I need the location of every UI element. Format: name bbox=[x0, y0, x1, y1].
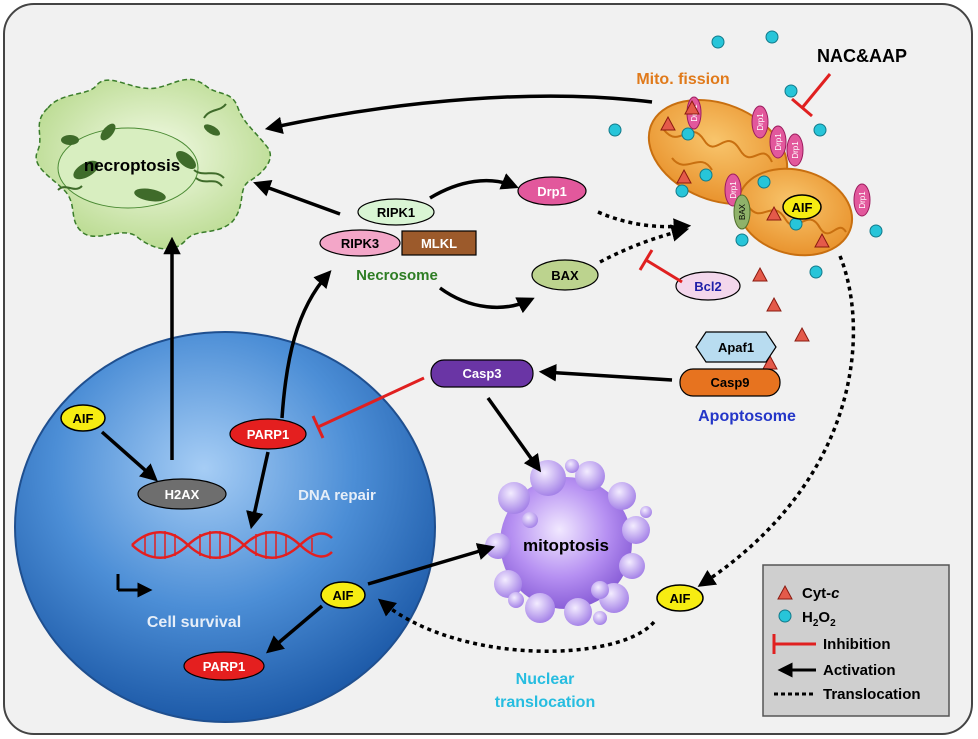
aif-cytosol-label: AIF bbox=[670, 591, 691, 606]
legend-inhibition-label: Inhibition bbox=[823, 636, 890, 653]
drp1-node bbox=[517, 176, 587, 206]
ripk3-node bbox=[319, 229, 401, 257]
legend-activation-label: Activation bbox=[823, 662, 896, 679]
parp1-bottom-label: PARP1 bbox=[203, 659, 245, 674]
mito-fission-label: Mito. fission bbox=[636, 71, 729, 88]
mitoptosis-label: mitoptosis bbox=[523, 536, 609, 555]
casp3-inhibition-bar bbox=[311, 415, 325, 439]
dna-helix bbox=[131, 531, 333, 559]
mito-drp1-label: Drp1 bbox=[729, 181, 738, 199]
activation-arrows bbox=[100, 94, 673, 654]
arrow-necrosome-to-bax bbox=[438, 286, 535, 314]
parp1-top-label: PARP1 bbox=[247, 427, 289, 442]
aif-nucleus-top bbox=[60, 404, 106, 432]
necroptosis-label: necroptosis bbox=[84, 156, 180, 175]
mito-drp1-label: Drp1 bbox=[858, 191, 867, 209]
legend-h2o2-label: H2O2 bbox=[802, 609, 836, 629]
legend: Cyt-c H2O2 Inhibition Activation Translo… bbox=[762, 564, 950, 717]
necroptosis-cell bbox=[35, 78, 271, 250]
nac-inhibition-bar bbox=[791, 97, 813, 118]
h2o2-particles bbox=[608, 30, 883, 279]
cyt-c-particles bbox=[660, 99, 830, 370]
dotted-mito-to-aif bbox=[697, 255, 856, 587]
mitoptosis-blob bbox=[485, 459, 652, 626]
arrow-necrosome-to-necroptosis bbox=[253, 179, 341, 216]
h2ax-node bbox=[137, 478, 227, 510]
arrow-aif-to-parp1 bbox=[265, 604, 324, 654]
mito-drp1-label: Drp1 bbox=[791, 141, 800, 159]
nac-aap-label: NAC&AAP bbox=[817, 46, 907, 66]
ripk3-label: RIPK3 bbox=[341, 236, 379, 251]
parp1-top-node bbox=[229, 418, 307, 450]
mito-drp1-label: Drp1 bbox=[756, 113, 765, 131]
aif-nucleus-mid-label: AIF bbox=[333, 588, 354, 603]
ripk1-node bbox=[357, 198, 435, 226]
survival-arrow bbox=[116, 574, 148, 590]
arrow-parp1-to-necrosome bbox=[280, 270, 332, 419]
arrow-apoptosome-to-casp3 bbox=[538, 364, 673, 382]
arrow-aif-to-h2ax bbox=[100, 430, 158, 482]
aif-cytosol bbox=[656, 584, 704, 612]
casp3-inhibition-line bbox=[317, 376, 425, 429]
legend-cytc-label: Cyt-c bbox=[802, 585, 840, 602]
translocation-arrows bbox=[377, 210, 856, 653]
mito-bax-label: BAX bbox=[738, 203, 747, 220]
parp1-bottom-node bbox=[183, 651, 265, 681]
legend-h2o2-icon bbox=[778, 609, 792, 623]
arrow-parp1-to-dna bbox=[246, 451, 270, 530]
apoptosome-label: Apoptosome bbox=[698, 408, 796, 425]
arrow-aif-to-mitoptosis bbox=[367, 543, 496, 586]
nucleus bbox=[14, 331, 436, 723]
nac-inhibition-line bbox=[800, 73, 832, 109]
legend-cytc-icon bbox=[777, 584, 793, 600]
bcl2-node bbox=[675, 271, 741, 301]
casp9-node bbox=[679, 368, 781, 397]
legend-translocation-label: Translocation bbox=[823, 686, 921, 703]
dotted-bax-to-mito bbox=[599, 224, 690, 264]
aif-nucleus-top-label: AIF bbox=[73, 411, 94, 426]
bcl2-inhibition-line bbox=[645, 258, 683, 284]
cell-survival-label: Cell survival bbox=[147, 614, 241, 631]
mito-drp1-label: Drp1 bbox=[774, 133, 783, 151]
bax-label: BAX bbox=[551, 268, 579, 283]
inhibition-lines bbox=[311, 249, 683, 439]
casp3-node bbox=[430, 359, 534, 388]
apaf1-node bbox=[695, 331, 777, 363]
mlkl-label: MLKL bbox=[421, 236, 457, 251]
dna-repair-label: DNA repair bbox=[298, 487, 376, 504]
aif-mito bbox=[782, 194, 822, 220]
mlkl-node bbox=[401, 230, 477, 256]
nuclear-translocation-label-1: Nuclear bbox=[516, 671, 575, 688]
dotted-aif-to-nucleus bbox=[377, 598, 656, 653]
apaf1-label: Apaf1 bbox=[718, 340, 754, 355]
ripk1-label: RIPK1 bbox=[377, 205, 415, 220]
arrow-mito-to-necroptosis bbox=[264, 94, 653, 134]
bax-node bbox=[531, 259, 599, 291]
aif-mito-label: AIF bbox=[792, 200, 813, 215]
bcl2-label: Bcl2 bbox=[694, 279, 721, 294]
h2ax-label: H2AX bbox=[165, 487, 200, 502]
arrow-necrosome-to-drp1 bbox=[429, 173, 519, 200]
arrow-casp3-to-mitoptosis bbox=[486, 396, 542, 473]
aif-nucleus-mid bbox=[320, 581, 366, 609]
drp1-label: Drp1 bbox=[537, 184, 567, 199]
casp9-label: Casp9 bbox=[710, 375, 749, 390]
nuclear-translocation-label-2: translocation bbox=[495, 694, 595, 711]
bcl2-inhibition-bar bbox=[638, 249, 654, 271]
casp3-label: Casp3 bbox=[462, 366, 501, 381]
necrosome-label: Necrosome bbox=[356, 267, 438, 284]
